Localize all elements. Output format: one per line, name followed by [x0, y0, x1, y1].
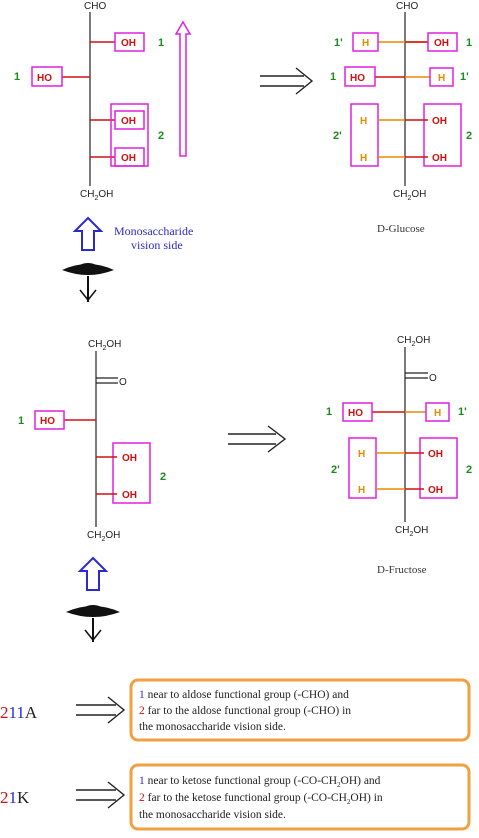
oh-group: OH [122, 490, 137, 501]
vision-side-label-line1: Monosaccharide [114, 224, 193, 238]
ho-group: HO [40, 416, 55, 427]
ho-group: HO [350, 73, 365, 84]
glucose-name: D-Glucose [377, 223, 425, 235]
oh-group: OH [428, 449, 443, 460]
fructose-right-bottom-label: CH2OH [395, 525, 428, 538]
fructose-right-top-label: CH2OH [397, 335, 430, 348]
glucose-right-bottom-label: CH2OH [393, 189, 426, 202]
h-group: H [438, 73, 445, 84]
blue-up-arrow-icon [72, 216, 104, 251]
label-1-prime: 1' [458, 406, 467, 418]
carbonyl-oxygen: O [119, 377, 127, 388]
label-1: 1 [466, 37, 472, 49]
label-1-prime: 1' [334, 37, 343, 49]
rule-211a: 211A 1 near to aldose functional group (… [0, 678, 471, 742]
eye-icon [62, 263, 114, 302]
glucose-left-structure: CHO OH 1 HO 1 OH OH 2 CH2OH [14, 1, 164, 202]
label-1: 1 [330, 71, 336, 83]
group-box [31, 66, 63, 87]
fructose-right-structure: CH2OH O HO H 1 1' H H OH OH 2' 2 CH2OH D… [326, 335, 472, 576]
glucose-left-bottom-label: CH2OH [80, 189, 113, 202]
label-1: 1 [158, 37, 164, 49]
oh-group: OH [428, 485, 443, 496]
ho-group: HO [348, 408, 363, 419]
vision-side-label-line2: vision side [131, 238, 183, 252]
oh-group: OH [121, 153, 136, 164]
label-2: 2 [158, 130, 164, 142]
label-2: 2 [466, 464, 472, 476]
label-1-prime: 1' [460, 71, 469, 83]
rule-code-21k: 21K [0, 788, 30, 807]
pink-up-arrow-icon [174, 20, 192, 157]
glucose-left-top-label: CHO [84, 1, 106, 12]
h-group: H [360, 116, 367, 127]
rule-a-box [129, 678, 471, 742]
h-group: H [360, 153, 367, 164]
rule-k-box [129, 763, 471, 831]
oh-group: OH [432, 153, 447, 164]
group-box [114, 32, 145, 52]
h-group: H [358, 449, 365, 460]
rule-k-line1: 1 near to ketose functional group (-CO-C… [139, 775, 381, 789]
carbonyl-oxygen: O [429, 373, 437, 384]
rule-a-line1: 1 near to aldose functional group (-CHO)… [139, 689, 349, 701]
label-2: 2 [160, 471, 166, 483]
label-1: 1 [18, 415, 24, 427]
glucose-right-top-label: CHO [396, 1, 418, 12]
label-1: 1 [14, 71, 20, 83]
ho-group: HO [37, 73, 52, 84]
eye-icon [66, 605, 120, 642]
fructose-left-structure: CH2OH O HO 1 OH OH 2 CH2OH [18, 339, 166, 543]
rule-a-line2: 2 far to the aldose functional group (-C… [139, 705, 351, 717]
oh-group: OH [432, 116, 447, 127]
blue-up-arrow-icon [77, 556, 109, 591]
oh-group: OH [121, 116, 136, 127]
fructose-left-top-label: CH2OH [88, 339, 121, 352]
rule-code-211a: 211A [0, 703, 38, 722]
oh-group: OH [122, 453, 137, 464]
label-2: 2 [466, 130, 472, 142]
rule-k-line3: the monosaccharide vision side. [139, 809, 286, 821]
label-2-prime: 2' [331, 464, 340, 476]
label-2-prime: 2' [333, 130, 342, 142]
label-1: 1 [326, 406, 332, 418]
oh-group: OH [434, 38, 449, 49]
h-group: H [362, 38, 369, 49]
implies-arrow-icon [260, 67, 314, 95]
fructose-left-bottom-label: CH2OH [87, 530, 120, 543]
rule-a-line3: the monosaccharide vision side. [139, 721, 286, 733]
implies-arrow-icon [228, 425, 287, 453]
h-group: H [434, 408, 441, 419]
rule-21k: 21K 1 near to ketose functional group (-… [0, 763, 471, 831]
glucose-right-structure: CHO H OH 1' 1 HO H 1 1' H H OH OH 2' 2 C… [330, 1, 472, 235]
h-group: H [358, 485, 365, 496]
rule-k-line2: 2 far to the ketose functional group (-C… [139, 792, 383, 806]
fructose-name: D-Fructose [377, 564, 427, 576]
oh-group: OH [121, 38, 136, 49]
